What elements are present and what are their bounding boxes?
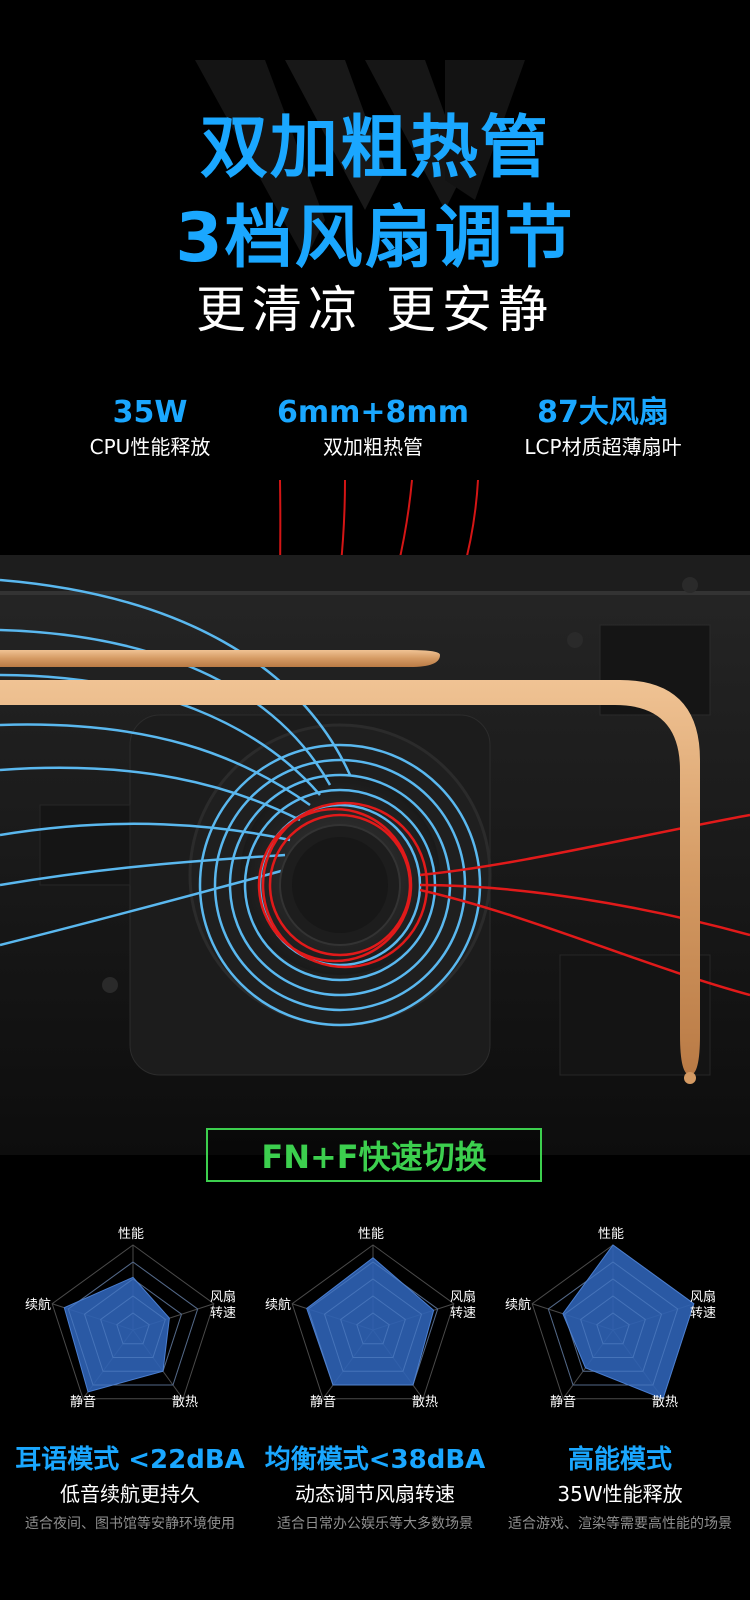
radar-inner-ring	[307, 1261, 439, 1386]
radar-value-area	[63, 1276, 170, 1393]
radar-value-area	[562, 1244, 695, 1400]
radar-axis-cooling: 散热	[412, 1395, 439, 1410]
radar-axis-performance: 性能	[118, 1227, 145, 1242]
mode-note: 适合游戏、渲染等需要高性能的场景	[508, 1516, 732, 1532]
radar-axis-cooling: 散热	[652, 1395, 679, 1410]
radar-axis-fan-speed: 风扇 转速	[450, 1290, 477, 1321]
hero-section: 双加粗热管 3档风扇调节 更清凉 更安静 35W CPU性能释放 6mm+8mm…	[0, 0, 750, 560]
cooling-system-illustration	[0, 555, 750, 1155]
radar-axis-cooling: 散热	[172, 1395, 199, 1410]
radar-value-area	[306, 1257, 435, 1386]
spec-label: LCP材质超薄扇叶	[524, 435, 682, 459]
radar-inner-ring	[323, 1278, 423, 1372]
mode-description: 35W性能释放	[557, 1482, 683, 1506]
mode-whisper: 耳语模式 <22dBA 低音续航更持久 适合夜间、图书馆等安静环境使用	[5, 1443, 255, 1537]
mode-note: 适合夜间、图书馆等安静环境使用	[25, 1516, 235, 1532]
spec-value: 35W	[112, 395, 188, 430]
radar-axis-quiet: 静音	[550, 1395, 577, 1410]
mode-description: 低音续航更持久	[60, 1482, 200, 1506]
mode-name: 均衡模式<38dBA	[264, 1445, 486, 1475]
radar-axis-performance: 性能	[598, 1227, 625, 1242]
mode-balanced: 均衡模式<38dBA 动态调节风扇转速 适合日常办公娱乐等大多数场景	[250, 1443, 500, 1537]
radar-grid-ring	[291, 1244, 455, 1400]
radar-axis-fan-speed: 风扇 转速	[210, 1290, 237, 1321]
fn-switch-label: FN+F快速切换	[206, 1128, 542, 1182]
mode-name: 耳语模式 <22dBA	[15, 1445, 245, 1475]
radar-svg	[531, 1244, 695, 1400]
brand-logo-watermark	[195, 60, 525, 260]
radar-inner-ring	[67, 1261, 199, 1386]
radar-axis-quiet: 静音	[70, 1395, 97, 1410]
radar-inner-ring	[83, 1278, 183, 1372]
spec-cpu: 35W CPU性能释放	[35, 395, 265, 463]
radar-axis-battery: 续航	[265, 1298, 292, 1313]
radar-axis-battery: 续航	[505, 1298, 532, 1313]
radar-inner-ring	[356, 1312, 390, 1345]
radar-inner-ring	[340, 1295, 406, 1359]
headline-line-2: 3档风扇调节	[175, 199, 575, 278]
radar-inner-ring	[563, 1278, 663, 1372]
spec-heatpipe: 6mm+8mm 双加粗热管	[258, 395, 488, 463]
mode-name: 高能模式	[567, 1445, 672, 1475]
radar-chart-performance: 性能 风扇 转速 散热 静音 续航	[495, 1225, 735, 1425]
radar-chart-balanced: 性能 风扇 转速 散热 静音 续航	[255, 1225, 495, 1425]
spec-value: 6mm+8mm	[277, 395, 469, 430]
radar-grid-ring	[51, 1244, 215, 1400]
headline-line-1: 双加粗热管	[199, 109, 550, 188]
spec-label: 双加粗热管	[323, 435, 423, 459]
mode-description: 动态调节风扇转速	[295, 1482, 455, 1506]
radar-axis-quiet: 静音	[310, 1395, 337, 1410]
spec-value: 87大风扇	[537, 395, 669, 430]
radar-axis-performance: 性能	[358, 1227, 385, 1242]
radar-axis-fan-speed: 风扇 转速	[690, 1290, 717, 1321]
radar-inner-ring	[596, 1312, 630, 1345]
spec-fan: 87大风扇 LCP材质超薄扇叶	[488, 395, 718, 463]
radar-inner-ring	[116, 1312, 150, 1345]
spec-label: CPU性能释放	[89, 435, 211, 459]
radar-svg	[51, 1244, 215, 1400]
headline-subtitle: 更清凉 更安静	[196, 281, 554, 339]
radar-inner-ring	[100, 1295, 166, 1359]
radar-svg	[291, 1244, 455, 1400]
mode-high-performance: 高能模式 35W性能释放 适合游戏、渲染等需要高性能的场景	[495, 1443, 745, 1537]
radar-axis-battery: 续航	[25, 1298, 52, 1313]
mode-note: 适合日常办公娱乐等大多数场景	[277, 1516, 473, 1532]
radar-inner-ring	[580, 1295, 646, 1359]
radar-chart-whisper: 性能 风扇 转速 散热 静音 续航	[15, 1225, 255, 1425]
radar-inner-ring	[547, 1261, 679, 1386]
